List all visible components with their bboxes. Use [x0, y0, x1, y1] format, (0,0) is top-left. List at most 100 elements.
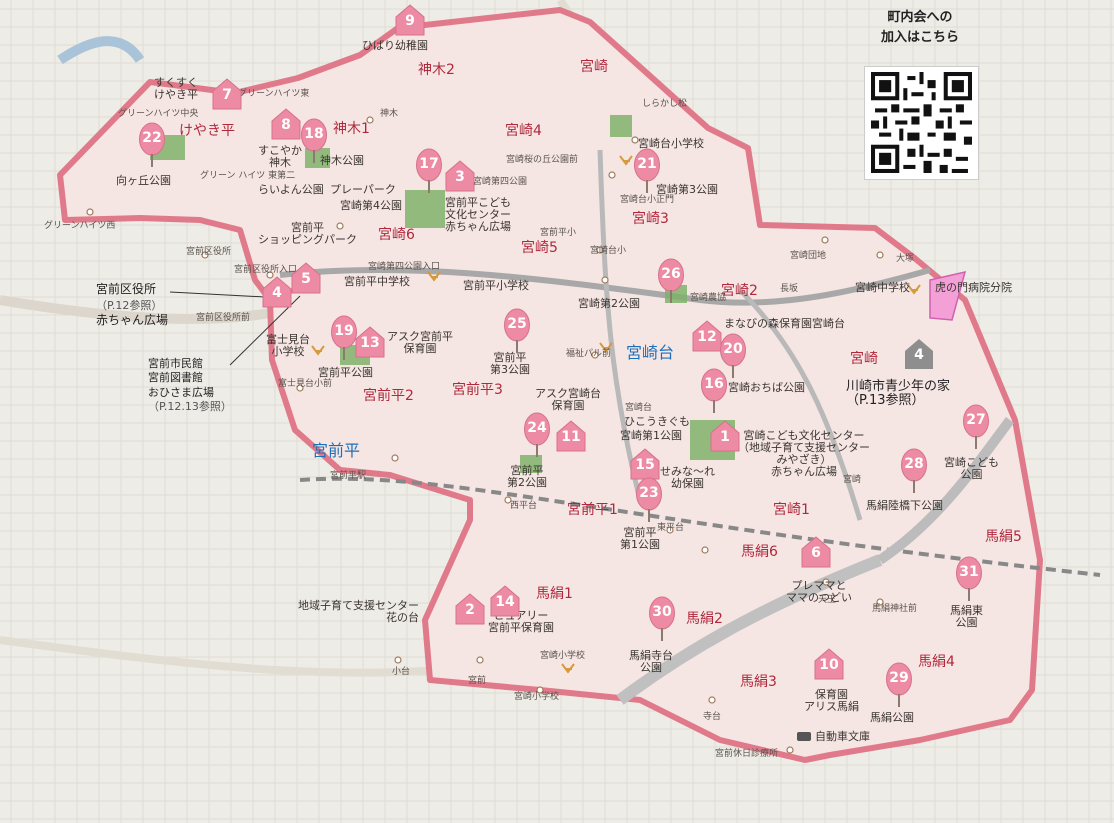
facility-number: 13	[360, 335, 380, 351]
facility-marker-2[interactable]: 2	[455, 593, 485, 625]
place-label: 宮崎こども文化センター （地域子育て支援センター みやざき） 赤ちゃん広場	[738, 429, 870, 479]
house-icon	[801, 536, 831, 568]
park-marker-20[interactable]: 20	[719, 333, 747, 379]
stop-label: 富士見台小前	[278, 379, 333, 389]
facility-marker-4-gray[interactable]: 4	[904, 338, 934, 370]
place-label: プレママと ママのつどい	[786, 579, 852, 605]
district-label: 宮崎	[580, 59, 608, 75]
facility-marker-12[interactable]: 12	[692, 320, 722, 352]
place-label: 馬絹陸橋下公園	[866, 499, 943, 512]
park-marker-28[interactable]: 28	[900, 448, 928, 494]
facility-number: 10	[819, 657, 839, 673]
house-icon	[556, 420, 586, 452]
park-marker-26[interactable]: 26	[657, 258, 685, 304]
stop-label: 東平台	[657, 523, 685, 533]
place-label: 宮崎台小学校	[638, 137, 704, 150]
qr-code[interactable]	[864, 66, 979, 180]
facility-marker-9[interactable]: 9	[395, 4, 425, 36]
park-marker-17[interactable]: 17	[415, 148, 443, 194]
park-marker-16[interactable]: 16	[700, 368, 728, 414]
place-label: 宮崎第3公園	[656, 183, 718, 196]
district-label: 宮崎6	[378, 227, 415, 243]
facility-marker-11[interactable]: 11	[556, 420, 586, 452]
district-label: 宮前平3	[452, 382, 503, 398]
qr-heading: 町内会への 加入はこちら	[880, 10, 959, 45]
stop-label: 長坂	[780, 284, 799, 294]
tree-icon	[658, 258, 684, 303]
district-boundary	[57, 7, 1043, 763]
park-marker-25[interactable]: 25	[503, 308, 531, 354]
place-label: 宮前平中学校	[344, 275, 410, 288]
house-icon	[262, 276, 292, 308]
park-number: 30	[652, 604, 672, 620]
place-label: 馬絹寺台 公園	[629, 649, 673, 675]
place-label: 宮前平 ショッピングパーク	[258, 221, 357, 247]
area-miyamaedaira: 宮前平	[312, 441, 361, 460]
district-label: 宮崎5	[521, 240, 558, 256]
district-label: 宮崎4	[505, 123, 542, 139]
district-label: 宮崎	[850, 351, 878, 367]
facility-marker-3[interactable]: 3	[445, 160, 475, 192]
park-marker-29[interactable]: 29	[885, 662, 913, 708]
park-marker-31[interactable]: 31	[955, 556, 983, 602]
facility-marker-15[interactable]: 15	[630, 448, 660, 480]
place-label: 宮崎中学校	[855, 281, 910, 294]
stop-label: 宮前区役所前	[196, 313, 251, 323]
stop-label: 宮崎小学校	[514, 692, 560, 702]
place-label: 馬絹東 公園	[950, 604, 983, 630]
park-marker-30[interactable]: 30	[648, 596, 676, 642]
facility-marker-13[interactable]: 13	[355, 326, 385, 358]
tree-icon	[956, 556, 982, 601]
place-label: 地域子育て支援センター 花の台	[298, 599, 419, 625]
place-label: 宮崎桜の丘公園前	[506, 155, 579, 165]
office-note: （P.12.13参照）	[148, 399, 232, 413]
district-label: 宮前平1	[567, 502, 618, 518]
stop-label: 宮崎第四公園入口	[368, 262, 441, 272]
park-marker-27[interactable]: 27	[962, 404, 990, 450]
facility-marker-1[interactable]: 1	[710, 420, 740, 452]
place-label: 向ヶ丘公園	[116, 174, 171, 187]
tree-icon	[636, 477, 662, 522]
park-number: 29	[889, 670, 909, 686]
stop-label: 西平台	[510, 501, 538, 511]
park-marker-23[interactable]: 23	[635, 477, 663, 523]
park-marker-18[interactable]: 18	[300, 118, 328, 164]
tree-icon	[701, 368, 727, 413]
place-label: 自動車文庫	[815, 730, 870, 743]
place-label: すこやか 神木	[258, 144, 302, 170]
park-marker-21[interactable]: 21	[633, 148, 661, 194]
stop-label: 馬絹神社前	[872, 604, 918, 614]
park-number: 20	[723, 341, 743, 357]
facility-marker-7[interactable]: 7	[212, 78, 242, 110]
place-label: 神木公園	[320, 154, 364, 167]
house-icon	[355, 326, 385, 358]
facility-marker-10[interactable]: 10	[814, 648, 844, 680]
park-number: 31	[959, 564, 979, 580]
facility-number: 11	[561, 429, 581, 445]
facility-number: 1	[720, 429, 730, 445]
park-marker-22[interactable]: 22	[138, 122, 166, 168]
facility-marker-14[interactable]: 14	[490, 585, 520, 617]
facility-marker-6[interactable]: 6	[801, 536, 831, 568]
office-title: 宮前区役所	[96, 282, 157, 296]
place-label: らいよん公園	[258, 183, 324, 196]
stop-label: 宮前平駅	[330, 471, 367, 481]
place-label: 馬絹公園	[870, 711, 914, 724]
facility-number: 9	[405, 13, 415, 29]
district-label: 宮崎1	[773, 502, 810, 518]
park-marker-19[interactable]: 19	[330, 315, 358, 361]
tree-icon	[139, 122, 165, 167]
facility-marker-8[interactable]: 8	[271, 108, 301, 140]
facility-marker-5[interactable]: 5	[291, 262, 321, 294]
tree-icon	[301, 118, 327, 163]
facility-number: 8	[281, 117, 291, 133]
district-label: 馬絹1	[536, 586, 573, 602]
place-label: ひばり幼稚園	[362, 39, 428, 52]
park-marker-24[interactable]: 24	[523, 412, 551, 458]
facility-marker-4[interactable]: 4	[262, 276, 292, 308]
place-label: 宮前平 第2公園	[507, 464, 547, 490]
district-label: 馬絹3	[740, 674, 777, 690]
place-label: すくすく けやき平	[154, 76, 198, 102]
office-extra: 赤ちゃん広場	[96, 313, 169, 328]
